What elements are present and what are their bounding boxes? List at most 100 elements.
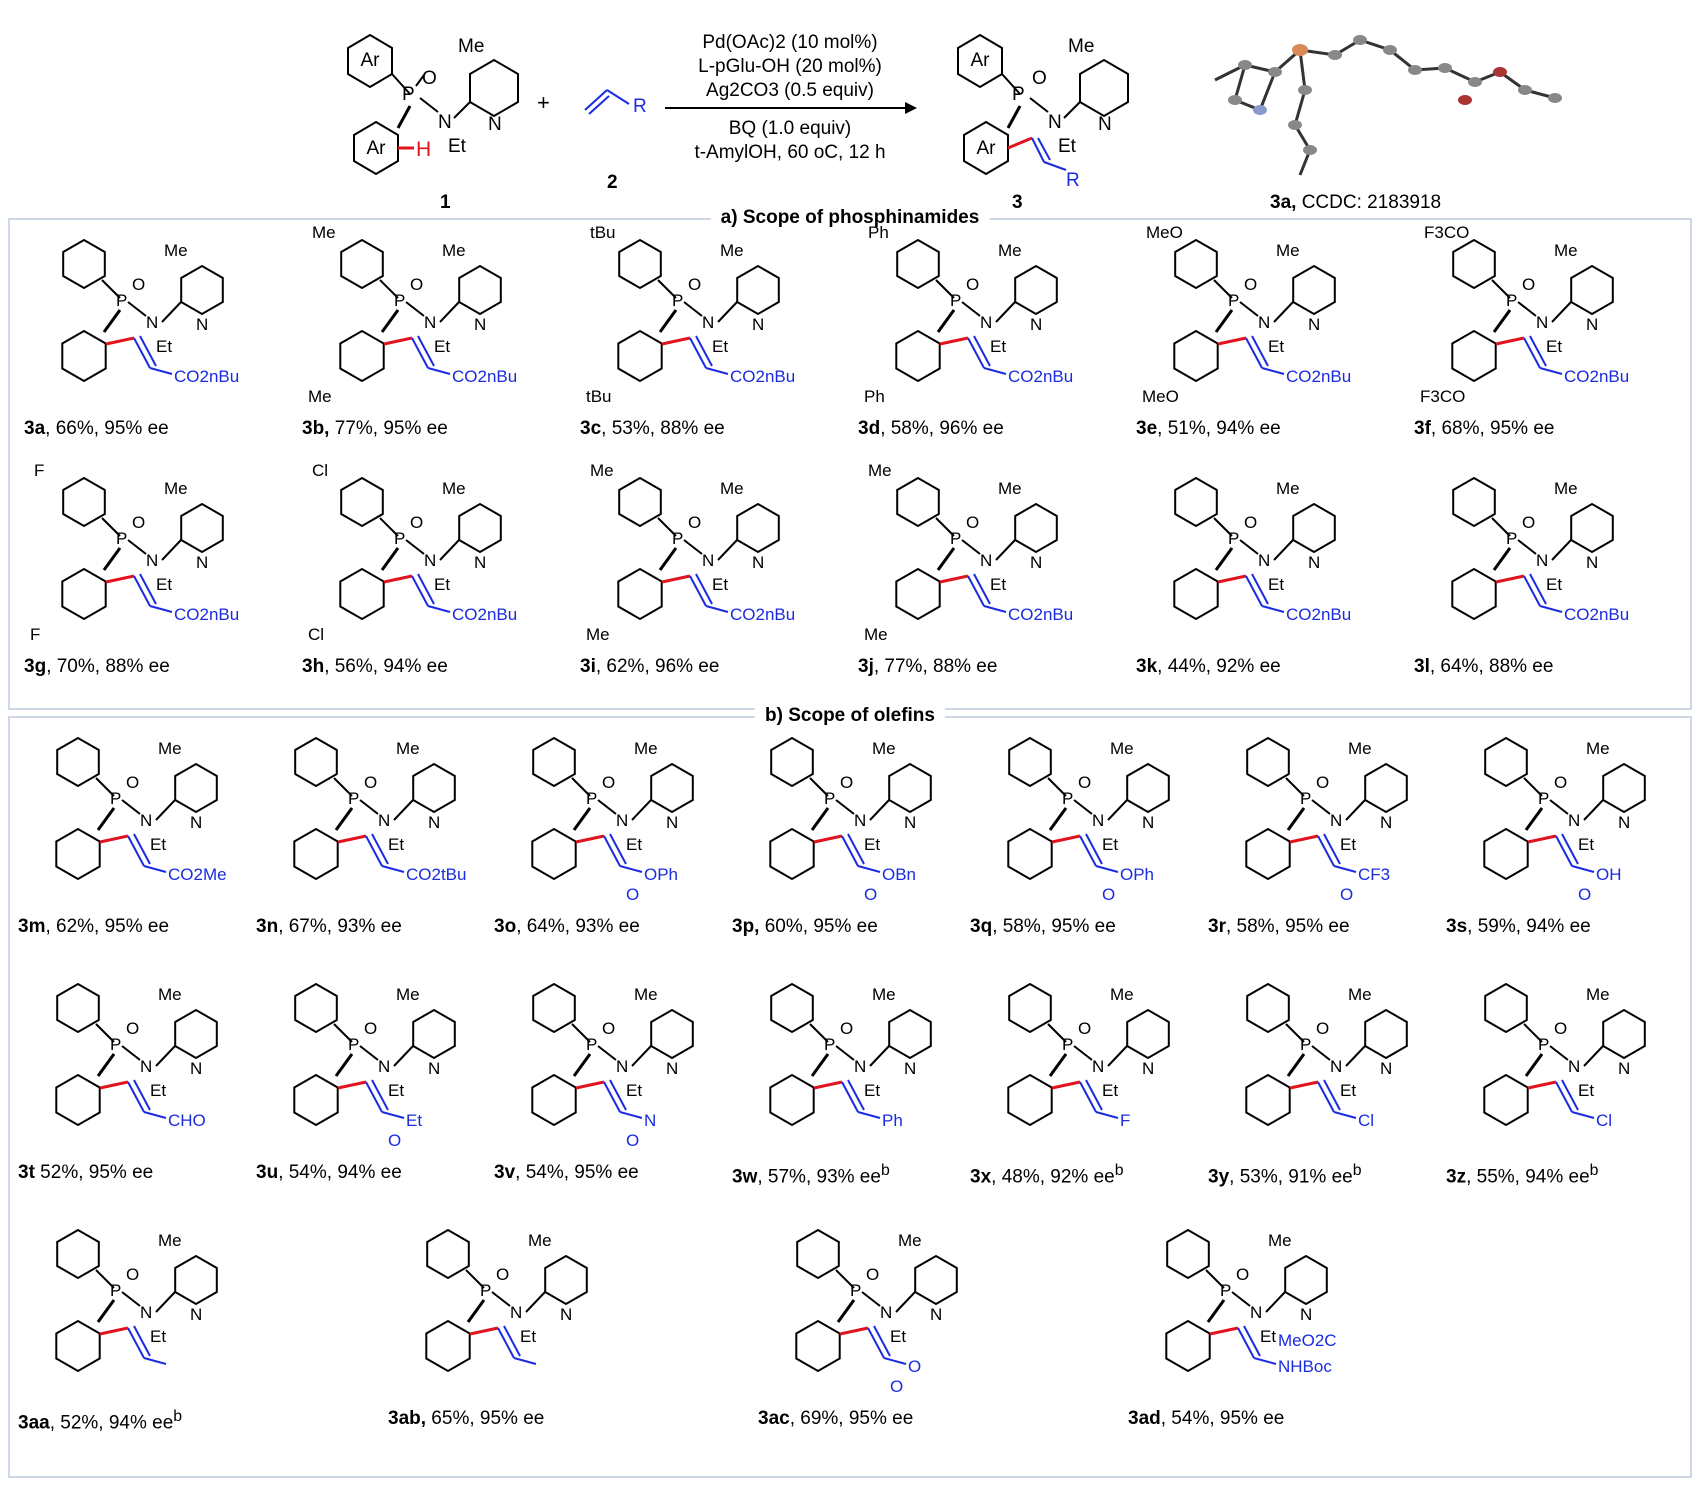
- aryl-ring-top: [294, 982, 338, 1034]
- footnote-marker: b: [1589, 1162, 1599, 1179]
- xray-structure: 3a, CCDC: 2183918: [1214, 35, 1562, 213]
- p-n-bond: [861, 1291, 881, 1307]
- o-atom-label: O: [364, 773, 377, 792]
- p-atom-label: P: [1300, 1035, 1311, 1054]
- n-pyridine-bond: [995, 539, 1016, 561]
- ar-top-label: Ar: [361, 50, 381, 71]
- compound-caption: 3ab, 65%, 95% ee: [388, 1408, 544, 1430]
- carbonyl-o-label: O: [1102, 885, 1115, 904]
- methyl-label: Me: [1348, 985, 1372, 1004]
- pyridine-ring: [1284, 1254, 1328, 1306]
- n-atom-label: N: [880, 1303, 892, 1322]
- pyridine-n-label: N: [1586, 553, 1598, 572]
- product-ar-top: Ar: [971, 50, 991, 71]
- p-aryl-wedge: [1206, 1299, 1226, 1323]
- compound-yield-ee: , 69%, 95% ee: [789, 1408, 914, 1429]
- aryl-ring-bottom: [1007, 827, 1053, 881]
- product-ar-bottom: Ar: [977, 138, 997, 159]
- p-aryl-bond: [1523, 777, 1543, 797]
- aryl-ring-bottom: [293, 827, 339, 881]
- methyl-label: Me: [720, 479, 744, 498]
- olefin-substituent: CO2nBu: [1564, 605, 1629, 624]
- compound-yield-ee: , 64%, 93% ee: [516, 916, 640, 937]
- p-label: P: [402, 84, 415, 105]
- ethyl-label: Et: [434, 575, 450, 594]
- p-aryl-bond: [835, 1269, 855, 1289]
- methyl-label: Me: [1110, 739, 1134, 758]
- compound-yield-ee: , 62%, 95% ee: [45, 916, 170, 937]
- pyridine-ring: [1602, 1008, 1646, 1060]
- pyridine-ring: [1292, 264, 1336, 316]
- p-aryl-wedge: [1286, 1053, 1306, 1077]
- pyridine-ring: [736, 264, 780, 316]
- p-aryl-wedge: [1214, 547, 1234, 571]
- p-aryl-bond: [1047, 777, 1067, 797]
- pyridine-n-label: N: [666, 1059, 678, 1078]
- n-atom-label: N: [424, 551, 436, 570]
- o-atom-label: O: [1316, 1019, 1329, 1038]
- p-aryl-bond: [809, 777, 829, 797]
- p-atom-label: P: [586, 789, 597, 808]
- product-et-label: Et: [1058, 136, 1077, 157]
- compound-yield-ee: , 44%, 92% ee: [1157, 656, 1281, 677]
- compound-caption: 3b, 77%, 95% ee: [302, 418, 448, 440]
- olefin-bond: [365, 1081, 383, 1113]
- olefin-substituent: N: [644, 1111, 656, 1130]
- p-atom-label: P: [850, 1281, 861, 1300]
- product-o-label: O: [1032, 68, 1047, 89]
- pyridine-n-label: N: [1030, 315, 1042, 334]
- olefin-substituent: Ph: [882, 1111, 903, 1130]
- olefin-bond: [867, 1327, 885, 1359]
- p-aryl-bond: [809, 1023, 829, 1043]
- aryl-ring-top: [1174, 476, 1218, 528]
- n-atom-label: N: [1250, 1303, 1262, 1322]
- substituent-bottom: Me: [586, 625, 610, 644]
- compound-id: 3f: [1414, 418, 1431, 439]
- p-n-bond: [1311, 799, 1331, 815]
- compound-caption: 3o, 64%, 93% ee: [494, 916, 640, 938]
- compound-yield-ee: , 54%, 95% ee: [1160, 1408, 1285, 1429]
- p-atom-label: P: [1538, 789, 1549, 808]
- olefin-tail-bond: [381, 1111, 405, 1119]
- p-n-bond: [961, 539, 981, 555]
- methyl-label: Me: [158, 985, 182, 1004]
- p-aryl-wedge: [1048, 1053, 1068, 1077]
- olefin-bond: [1079, 1081, 1097, 1113]
- compound-yield-ee: , 58%, 95% ee: [1225, 916, 1350, 937]
- compound-yield-ee: 60%, 95% ee: [759, 916, 878, 937]
- p-aryl-bond: [95, 1269, 115, 1289]
- pyridine-n-label: N: [190, 813, 202, 832]
- methyl-label: Me: [1586, 985, 1610, 1004]
- condition-2: L-pGlu-OH (20 mol%): [698, 56, 882, 77]
- aryl-ring-top: [56, 736, 100, 788]
- p-n-bond: [683, 301, 703, 317]
- methyl-label: Me: [998, 479, 1022, 498]
- ethyl-label: Et: [626, 1081, 642, 1100]
- o-atom-label: O: [688, 275, 701, 294]
- plus-sign: +: [537, 90, 550, 115]
- aryl-ring-bottom: [61, 329, 107, 383]
- new-cc-bond: [1495, 336, 1525, 346]
- pyridine-ring: [180, 502, 224, 554]
- pyridine-n-label: N: [1030, 553, 1042, 572]
- o-atom-label: O: [132, 275, 145, 294]
- pyridine-ring: [174, 762, 218, 814]
- compound-id: 3o: [494, 916, 517, 937]
- ar-bottom-label: Ar: [367, 138, 387, 159]
- p-aryl-wedge: [334, 807, 354, 831]
- p-aryl-wedge: [96, 1053, 116, 1077]
- olefin-tail-bond: [619, 865, 643, 873]
- pyridine-n-label: N: [1308, 315, 1320, 334]
- pyridine-ring: [180, 264, 224, 316]
- carbonyl-o-label: O: [626, 885, 639, 904]
- methyl-label: Me: [442, 241, 466, 260]
- p-n-bond: [683, 539, 703, 555]
- aryl-ring-bottom: [1165, 1319, 1211, 1373]
- n-atom-label: N: [140, 1057, 152, 1076]
- n-pyridine-bond: [895, 1291, 916, 1313]
- aryl-ring-bottom: [1483, 1073, 1529, 1127]
